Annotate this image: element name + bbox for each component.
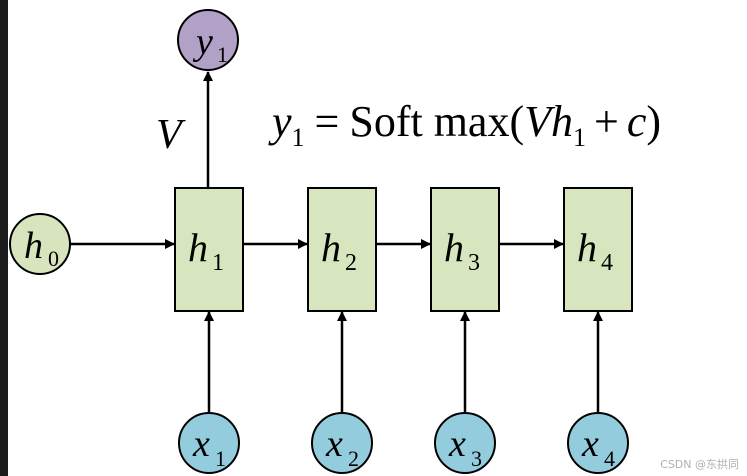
formula-lhs-var: y	[268, 97, 292, 146]
edge-label-v: V	[156, 112, 186, 158]
input-node-x3-circle	[434, 412, 496, 474]
input-node-x2-circle	[311, 412, 373, 474]
hidden-state-h1: h 1	[174, 187, 244, 312]
formula-h: h	[551, 97, 573, 146]
input-node-x4-sub: 4	[604, 446, 615, 471]
left-edge-bar	[0, 0, 8, 476]
hidden-state-h4-box	[563, 187, 633, 312]
input-node-x1-sub: 1	[215, 446, 226, 471]
initial-state-h0-sub: 0	[48, 246, 59, 271]
input-node-x2-var: x	[325, 423, 343, 465]
hidden-state-h2-sub: 2	[345, 250, 357, 276]
input-node-x3-sub: 3	[471, 446, 482, 471]
formula-plus: +	[594, 97, 619, 146]
formula-eq: =	[315, 97, 340, 146]
input-node-x1-circle	[178, 412, 240, 474]
hidden-state-h3-sub: 3	[468, 250, 480, 276]
hidden-state-h3-var: h	[444, 225, 464, 270]
hidden-state-h4: h 4	[563, 187, 633, 312]
hidden-state-h1-sub: 1	[212, 250, 224, 276]
initial-state-h0: h 0	[9, 213, 71, 275]
output-node-y1-circle	[177, 9, 239, 71]
input-node-x3: x 3	[434, 412, 496, 474]
input-node-x1-var: x	[192, 423, 210, 465]
formula-close: )	[646, 97, 661, 146]
hidden-state-h3-box	[430, 187, 500, 312]
input-node-x1: x 1	[178, 412, 240, 474]
input-node-x2-sub: 2	[348, 446, 359, 471]
hidden-state-h4-var: h	[577, 225, 597, 270]
watermark: CSDN @东拱同	[660, 458, 739, 471]
hidden-state-h1-var: h	[188, 225, 208, 270]
initial-state-h0-var: h	[24, 225, 43, 267]
input-node-x4: x 4	[567, 412, 629, 474]
input-node-x4-circle	[567, 412, 629, 474]
formula-h-sub: 1	[573, 123, 586, 152]
hidden-state-h2-box	[307, 187, 377, 312]
hidden-state-h1-box	[174, 187, 244, 312]
formula-c: c	[627, 97, 647, 146]
hidden-state-h4-sub: 4	[601, 250, 613, 276]
formula-func: Soft max(	[349, 97, 524, 146]
hidden-state-h2: h 2	[307, 187, 377, 312]
formula: y1=Soft max(Vh1+c)	[268, 97, 661, 152]
formula-lhs-sub: 1	[292, 123, 305, 152]
hidden-state-h3: h 3	[430, 187, 500, 312]
output-node-y1-sub: 1	[217, 42, 228, 67]
output-node-y1: y 1	[177, 9, 239, 71]
input-node-x4-var: x	[581, 423, 599, 465]
input-node-x2: x 2	[311, 412, 373, 474]
input-node-x3-var: x	[448, 423, 466, 465]
formula-v: V	[524, 97, 556, 146]
hidden-state-h2-var: h	[321, 225, 341, 270]
output-node-y1-var: y	[192, 21, 213, 63]
